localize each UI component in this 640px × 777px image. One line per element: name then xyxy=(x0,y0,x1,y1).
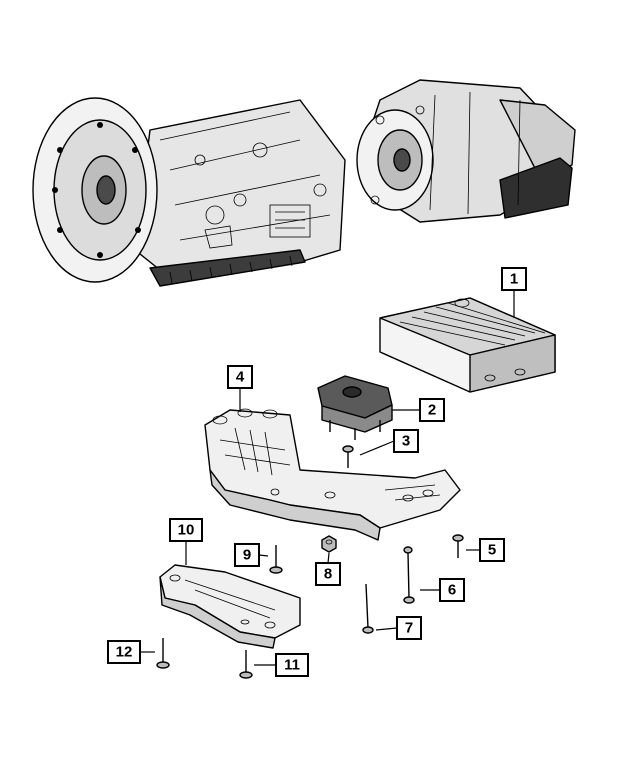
callout-3: 3 xyxy=(393,429,419,453)
transmission-illustration xyxy=(32,97,346,287)
part-7-long-bolt xyxy=(362,583,374,634)
part-10-bracket xyxy=(159,564,301,649)
part-6-long-bolt xyxy=(403,546,415,604)
svg-text:5: 5 xyxy=(488,542,496,559)
part-5-bolt xyxy=(452,534,464,558)
svg-text:9: 9 xyxy=(243,547,251,564)
svg-text:8: 8 xyxy=(324,566,332,583)
svg-text:11: 11 xyxy=(284,657,300,674)
part-1-skid-plate xyxy=(379,297,556,393)
transfer-case-illustration xyxy=(356,79,576,223)
leader-lines xyxy=(140,290,515,666)
callout-12: 12 xyxy=(107,640,141,664)
callout-1: 1 xyxy=(501,267,527,291)
callout-6: 6 xyxy=(439,578,465,602)
part-9-bolt xyxy=(269,545,283,574)
svg-text:7: 7 xyxy=(405,620,413,637)
callout-10: 10 xyxy=(169,518,203,542)
callout-11: 11 xyxy=(275,653,309,677)
part-8-nut xyxy=(321,535,337,553)
svg-text:1: 1 xyxy=(510,271,518,288)
part-3-bolt xyxy=(342,445,354,468)
svg-text:12: 12 xyxy=(116,644,133,661)
callout-2: 2 xyxy=(419,398,445,422)
callout-8: 8 xyxy=(315,562,341,586)
callout-4: 4 xyxy=(227,365,253,389)
svg-text:6: 6 xyxy=(448,582,456,599)
svg-text:10: 10 xyxy=(178,522,195,539)
part-4-crossmember xyxy=(204,408,461,541)
svg-text:3: 3 xyxy=(402,433,410,450)
callout-9: 9 xyxy=(234,543,260,567)
svg-text:2: 2 xyxy=(428,402,436,419)
callout-5: 5 xyxy=(479,538,505,562)
part-11-bolt xyxy=(239,650,253,679)
callout-7: 7 xyxy=(396,616,422,640)
part-12-bolt xyxy=(156,638,170,669)
part-2-transmission-mount xyxy=(317,375,393,440)
svg-text:4: 4 xyxy=(236,369,245,386)
